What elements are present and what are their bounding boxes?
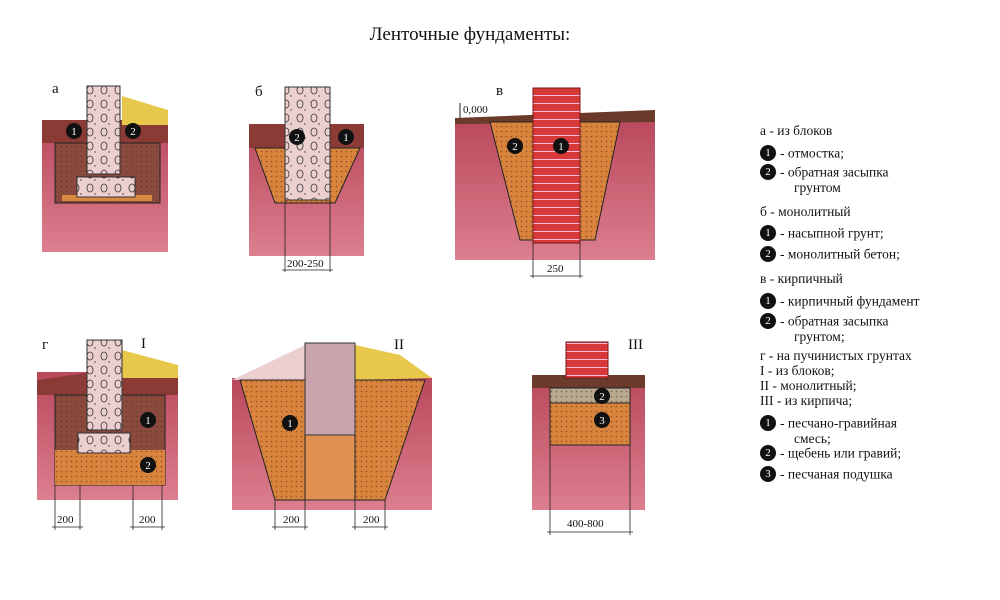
legend-item: 3- песчаная подушка [760, 465, 893, 482]
diagram-v: в 0,000 250 2 1 [455, 83, 655, 278]
diagram-b: б 200-250 2 1 [249, 84, 364, 272]
svg-text:2: 2 [599, 391, 605, 403]
brick-foundation [565, 341, 609, 379]
legend-item: 2- монолитный бетон; [760, 245, 900, 262]
label-II: II [394, 337, 404, 353]
dimension-left: 200 [283, 514, 300, 526]
label-v: в [496, 83, 503, 99]
dimension-g3: 400-800 [567, 518, 604, 530]
legend-item: 1- кирпичный фундамент [760, 292, 919, 309]
legend-g-title: г - на пучинистых грунтах [760, 348, 912, 363]
dimension-b: 200-250 [287, 258, 324, 270]
diagram-a: а 1 2 [42, 81, 168, 252]
svg-text:2: 2 [294, 132, 300, 144]
svg-text:2: 2 [145, 460, 151, 472]
marker-1: 1 [553, 138, 569, 154]
block-column [86, 85, 121, 175]
marker-2: 2 [140, 457, 156, 473]
legend-b-title: б - монолитный [760, 204, 851, 219]
legend-v-title: в - кирпичный [760, 271, 843, 286]
diagram-title: Ленточные фундаменты: [369, 24, 571, 45]
monolithic-concrete [284, 86, 331, 201]
diagram-g-II: II 200 200 1 [232, 337, 432, 530]
marker-2: 2 [507, 138, 523, 154]
svg-text:1: 1 [71, 126, 77, 138]
legend-g-sub: II - монолитный; [760, 378, 857, 393]
marker-1: 1 [140, 412, 156, 428]
svg-text:2: 2 [130, 126, 136, 138]
marker-2: 2 [594, 388, 610, 404]
svg-text:1: 1 [145, 415, 151, 427]
legend-item: 2- щебень или гравий; [760, 444, 901, 461]
legend-item: 1- насыпной грунт; [760, 224, 884, 241]
label-I: I [141, 336, 146, 352]
dimension-left: 200 [57, 514, 74, 526]
marker-1: 1 [338, 129, 354, 145]
marker-2: 2 [125, 123, 141, 139]
svg-text:1: 1 [343, 132, 349, 144]
svg-text:1: 1 [558, 141, 564, 153]
marker-1: 1 [66, 123, 82, 139]
svg-text:2: 2 [512, 141, 518, 153]
svg-text:3: 3 [599, 415, 605, 427]
level-mark: 0,000 [463, 104, 488, 116]
label-g: г [42, 337, 48, 353]
dimension-right: 200 [139, 514, 156, 526]
dimension-right: 200 [363, 514, 380, 526]
svg-text:1: 1 [287, 418, 293, 430]
legend-a-title: а - из блоков [760, 123, 833, 138]
label-III: III [628, 337, 643, 353]
marker-3: 3 [594, 412, 610, 428]
label-a: а [52, 81, 59, 97]
marker-2: 2 [289, 129, 305, 145]
legend-item: 1- отмостка; [760, 144, 844, 161]
legend-g-sub: III - из кирпича; [760, 393, 853, 408]
marker-1: 1 [282, 415, 298, 431]
monolithic-concrete [304, 342, 356, 436]
backfill-mound [122, 96, 168, 125]
dimension-v: 250 [547, 263, 564, 275]
foundation-diagrams: а 1 2 б 200-250 2 1 в 0,000 2 [37, 81, 655, 535]
legend-g-sub: I - из блоков; [760, 363, 835, 378]
brick-foundation [532, 87, 581, 244]
label-b: б [255, 84, 263, 100]
diagram-g-III: III 400-800 2 3 [532, 337, 645, 535]
block-footing [76, 176, 136, 198]
diagram-g-I: г I 200 200 1 2 [37, 336, 178, 530]
